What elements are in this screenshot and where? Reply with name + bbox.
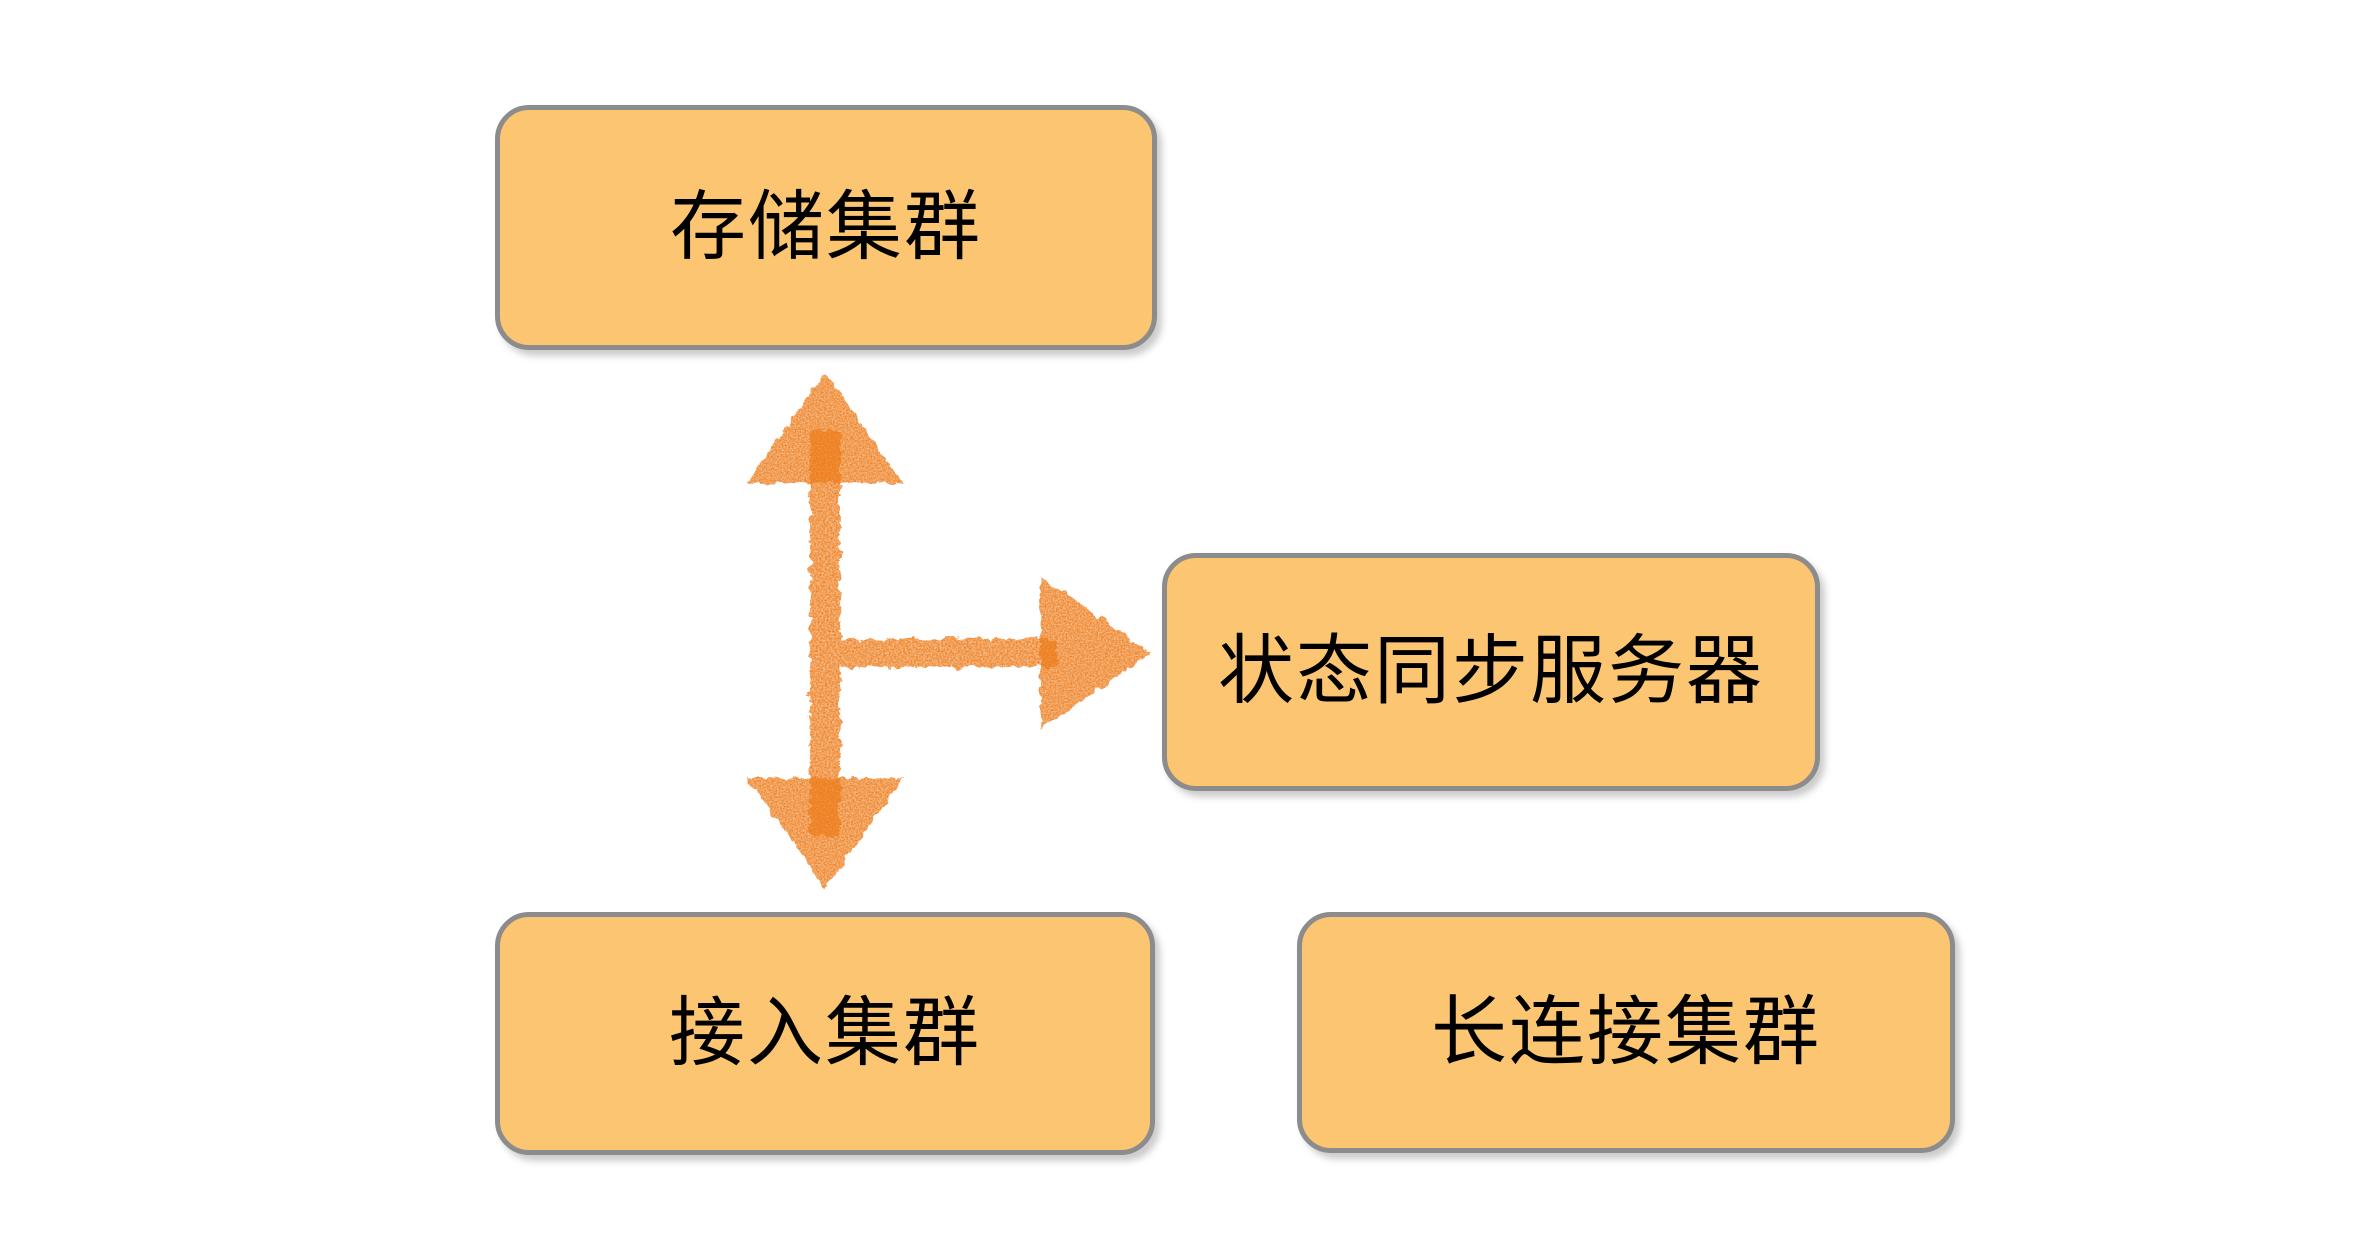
node-label: 状态同步服务器 <box>1218 629 1764 715</box>
node-access-cluster[interactable]: 接入集群 <box>495 912 1155 1155</box>
arrowhead-down <box>747 778 903 888</box>
node-storage-cluster[interactable]: 存储集群 <box>495 105 1157 350</box>
node-long-connection-cluster[interactable]: 长连接集群 <box>1297 912 1955 1153</box>
node-label: 长连接集群 <box>1431 989 1821 1075</box>
node-label: 存储集群 <box>670 184 982 270</box>
arrowhead-right <box>1040 576 1150 730</box>
arrow-vertical-shaft <box>810 430 840 835</box>
arrow-horizontal-shaft <box>826 639 1056 667</box>
arrowhead-up <box>747 372 903 483</box>
node-label: 接入集群 <box>669 990 981 1076</box>
tri-arrow-shape <box>747 372 1150 888</box>
node-state-sync-server[interactable]: 状态同步服务器 <box>1162 553 1820 791</box>
